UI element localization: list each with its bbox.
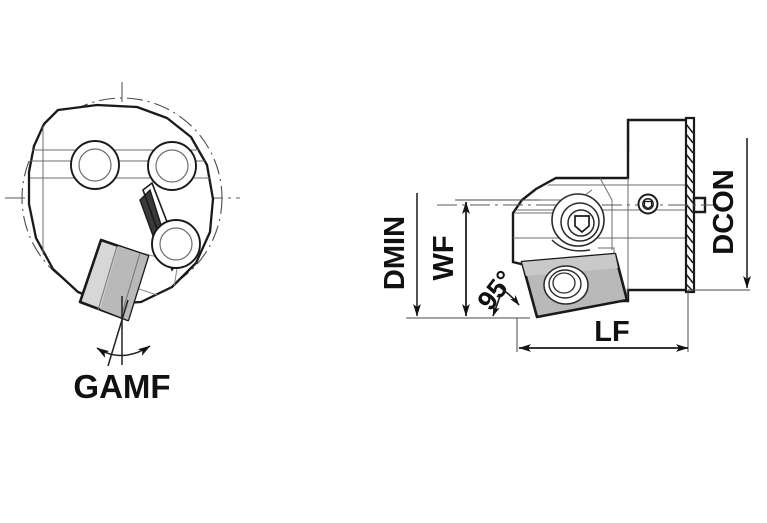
front-view: GAMF bbox=[5, 82, 240, 405]
angle-95-arrow-lower bbox=[492, 295, 501, 317]
front-view-bore-1 bbox=[70, 140, 120, 190]
side-view-set-screw bbox=[637, 193, 659, 215]
side-view-insert-top-face bbox=[522, 254, 618, 276]
lf-dimension: LF bbox=[518, 316, 689, 352]
wf-label: WF bbox=[428, 235, 460, 280]
angle-95-arrow-upper bbox=[496, 284, 520, 306]
dmin-label: DMIN bbox=[379, 216, 411, 290]
side-view-cutting-insert bbox=[517, 252, 629, 319]
lf-label: LF bbox=[594, 316, 629, 348]
front-view-bore-3 bbox=[151, 219, 201, 269]
set-screw-hex-socket bbox=[643, 200, 653, 210]
side-view-insert-hole bbox=[543, 265, 589, 305]
clamp-screw-lever bbox=[551, 239, 591, 252]
front-view-insert-edge-a bbox=[97, 245, 118, 311]
gamf-label: GAMF bbox=[73, 368, 170, 405]
side-view-coupling-face bbox=[684, 116, 707, 294]
side-view-line-g bbox=[599, 177, 613, 250]
coupling-key-tab bbox=[692, 196, 707, 214]
dcon-dimension: DCON bbox=[708, 138, 751, 289]
gamf-angle-dimension: GAMF bbox=[73, 296, 171, 405]
gamf-angle-arc bbox=[96, 345, 151, 358]
dcon-label: DCON bbox=[708, 169, 740, 254]
coupling-face-serrations bbox=[685, 123, 694, 292]
side-view: 95° DMIN WF LF DCON bbox=[379, 116, 751, 352]
wf-dimension: WF bbox=[428, 201, 470, 317]
side-view-clamp-screw bbox=[551, 193, 605, 252]
front-view-insert-edge-b bbox=[120, 252, 141, 318]
clamp-screw-hex-socket bbox=[574, 215, 590, 234]
front-view-bore-2 bbox=[147, 141, 197, 191]
dmin-dimension: DMIN bbox=[379, 193, 421, 317]
front-view-insert-shade bbox=[100, 246, 148, 320]
front-view-bore-group bbox=[70, 140, 201, 269]
front-view-cutting-insert bbox=[78, 238, 150, 322]
